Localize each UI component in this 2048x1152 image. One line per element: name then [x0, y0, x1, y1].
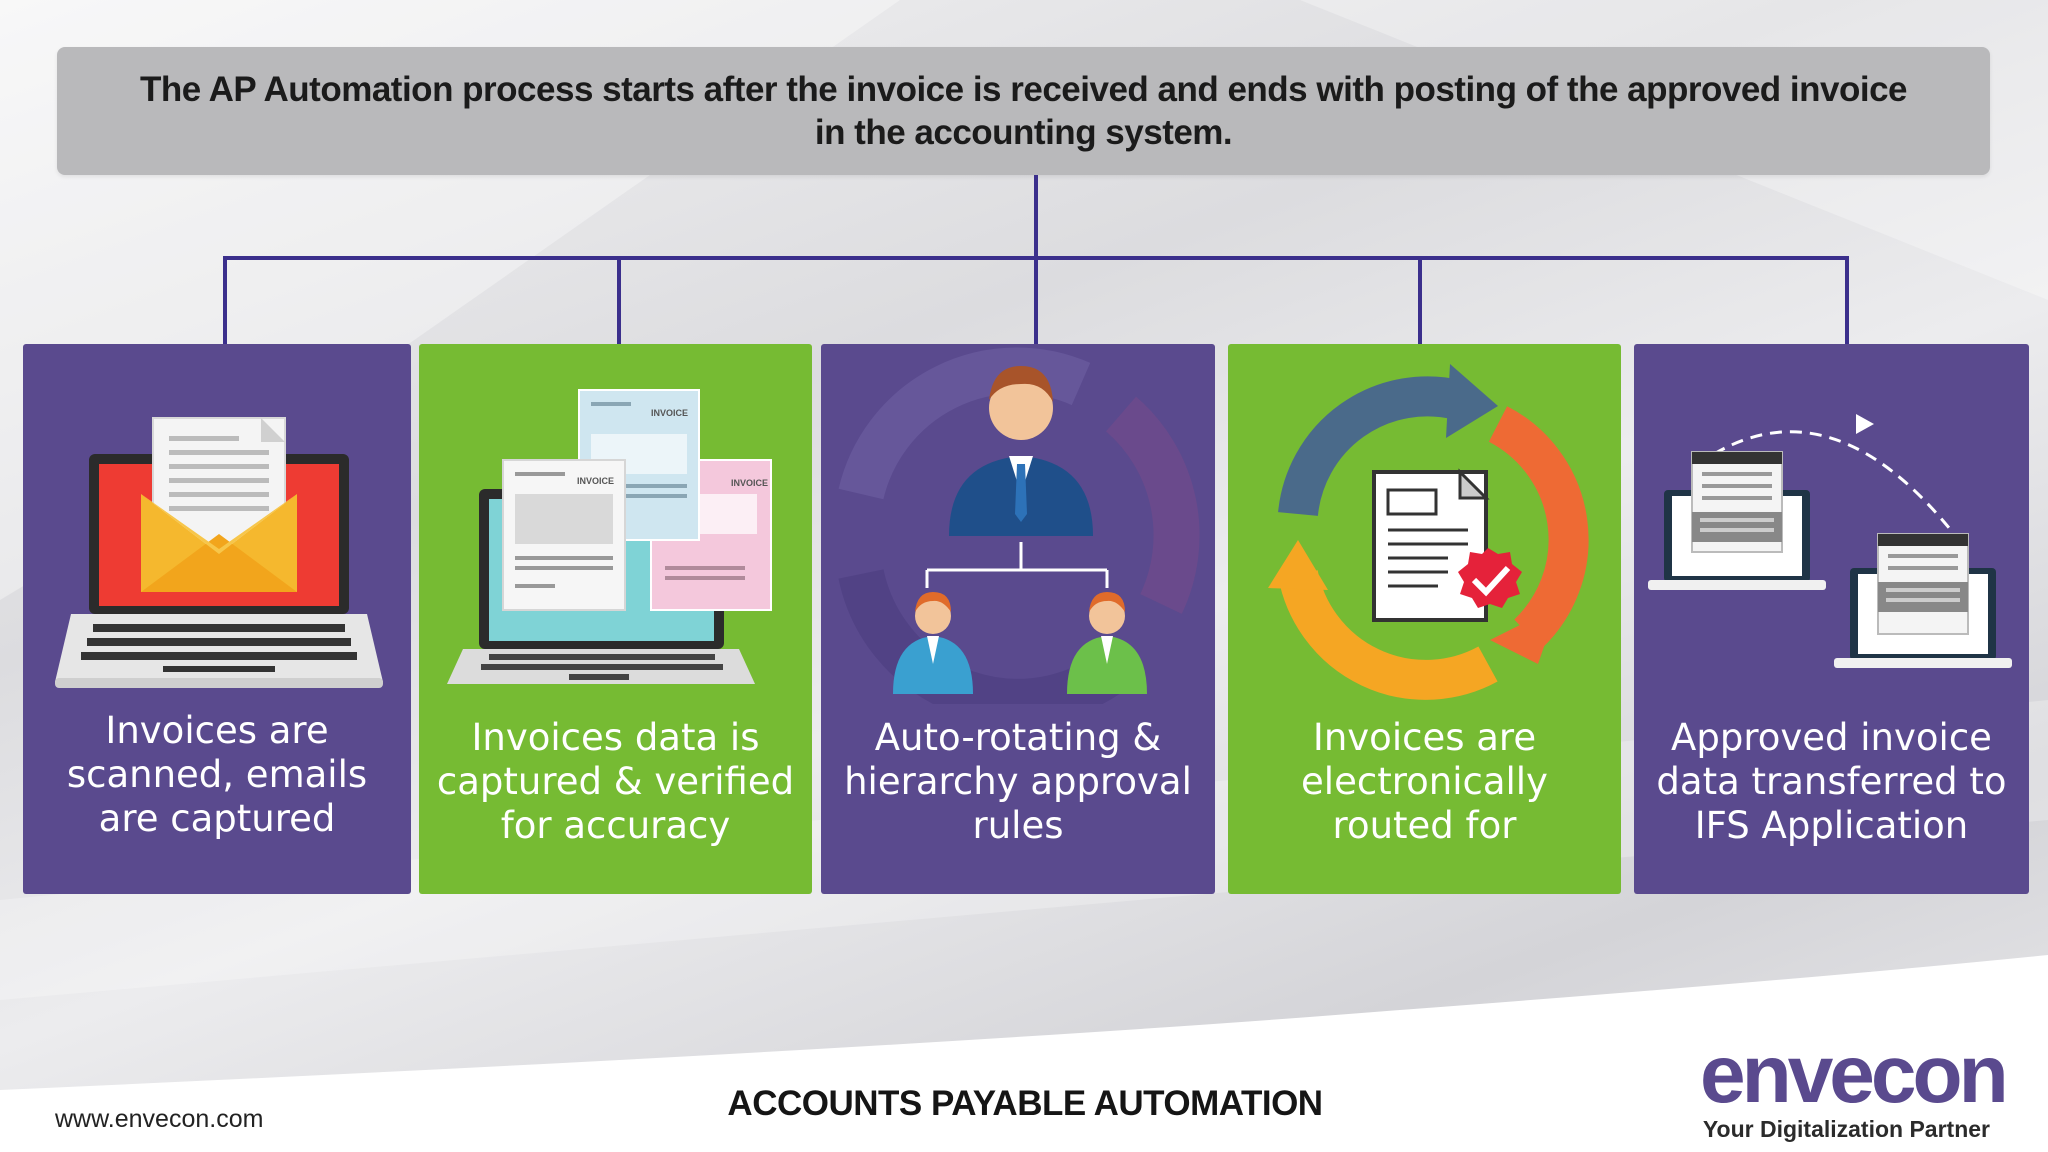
header-banner: The AP Automation process starts after t…: [57, 47, 1990, 175]
step-card-routing: Invoices are electronically routed for: [1228, 344, 1621, 894]
header-text: The AP Automation process starts after t…: [139, 70, 1908, 152]
footer-title: ACCOUNTS PAYABLE AUTOMATION: [727, 1084, 1323, 1123]
step-label: Auto-rotating & hierarchy approval rules: [844, 716, 1192, 847]
step-label: Invoices are electronically routed for: [1301, 716, 1548, 847]
approval-hierarchy-icon: [838, 347, 1200, 704]
laptop-invoices-icon: INVOICE INVOICE INVOICE: [447, 389, 772, 684]
data-transfer-icon: [1648, 414, 2012, 668]
invoice-doc-label: INVOICE: [651, 408, 688, 418]
step-card-capture: INVOICE INVOICE INVOICE Invoices data is…: [419, 344, 812, 894]
step-card-transfer: Approved invoice data transferred to IFS…: [1634, 344, 2029, 894]
step-card-approval: Auto-rotating & hierarchy approval rules: [821, 344, 1215, 894]
logo-wordmark: envecon: [1700, 1029, 2009, 1120]
envecon-logo: envecon Your Digitalization Partner: [1690, 1030, 2009, 1143]
invoice-doc-label: INVOICE: [731, 478, 768, 488]
website-url[interactable]: www.envecon.com: [55, 1105, 264, 1133]
step-label: Invoices data is captured & verified for…: [436, 716, 795, 847]
invoice-doc-label: INVOICE: [577, 476, 614, 486]
step-label: Invoices are scanned, emails are capture…: [66, 709, 368, 840]
step-label: Approved invoice data transferred to IFS…: [1656, 716, 2007, 847]
logo-tagline: Your Digitalization Partner: [1702, 1116, 1990, 1142]
laptop-envelope-icon: [55, 417, 383, 688]
routing-cycle-icon: [1268, 364, 1589, 700]
step-card-scan: Invoices are scanned, emails are capture…: [23, 344, 411, 894]
